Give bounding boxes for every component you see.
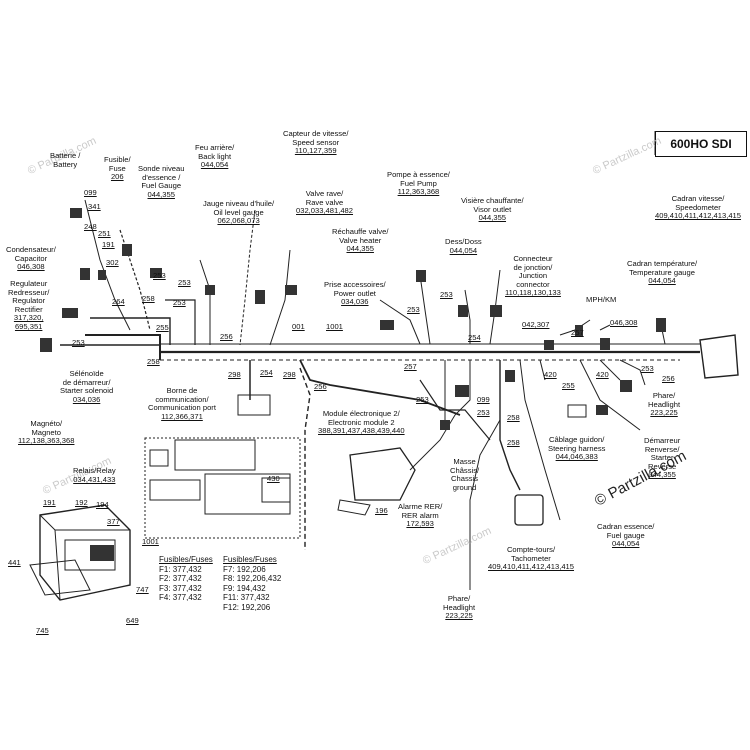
callout: 099 <box>477 395 490 404</box>
label-electronic-module: Module électronique 2/Electronic module … <box>318 409 405 436</box>
callout: 191 <box>43 498 56 507</box>
callout: 420 <box>596 370 609 379</box>
callout: 1001 <box>142 537 159 546</box>
callout: 192 <box>75 498 88 507</box>
callout: 258 <box>507 413 520 422</box>
callout: 253 <box>178 278 191 287</box>
callout: 256 <box>314 382 327 391</box>
callout: 253 <box>173 298 186 307</box>
callout: 251 <box>98 229 111 238</box>
callout: 255 <box>156 323 169 332</box>
callout: 341 <box>88 202 101 211</box>
callout: 298 <box>283 370 296 379</box>
callout: 253 <box>477 408 490 417</box>
callout: 745 <box>36 626 49 635</box>
callout: 194 <box>96 500 109 509</box>
callout: 248 <box>84 222 97 231</box>
callout: 256 <box>662 374 675 383</box>
callout: 099 <box>84 188 97 197</box>
callout: 258 <box>507 438 520 447</box>
callout: 1001 <box>326 322 343 331</box>
callout: 253 <box>153 271 166 280</box>
callout: 253 <box>72 338 85 347</box>
callout: 258 <box>142 294 155 303</box>
callout: 254 <box>260 368 273 377</box>
model-label: 600HO SDI <box>655 131 747 157</box>
callout: 441 <box>8 558 21 567</box>
callout: 253 <box>416 395 429 404</box>
label-battery: Batterie /Battery <box>50 151 81 169</box>
callout: 257 <box>404 362 417 371</box>
callout: 253 <box>440 290 453 299</box>
callout: 258 <box>147 357 160 366</box>
callout: 256 <box>220 332 233 341</box>
label-mph-km: MPH/KM <box>586 295 617 304</box>
callout: 001 <box>292 322 305 331</box>
callout: 302 <box>106 258 119 267</box>
callout: 377 <box>107 517 120 526</box>
callout: 042,307 <box>522 320 550 329</box>
callout: 191 <box>102 240 115 249</box>
callout: 298 <box>228 370 241 379</box>
callout: 196 <box>375 506 388 515</box>
callout: 046,308 <box>610 318 638 327</box>
callout: 253 <box>407 305 420 314</box>
callout: 420 <box>544 370 557 379</box>
callout: 254 <box>468 333 481 342</box>
callout: 264 <box>112 297 125 306</box>
callout: 649 <box>126 616 139 625</box>
callout: 430 <box>267 474 280 483</box>
callout: 255 <box>562 381 575 390</box>
callout: 253 <box>641 364 654 373</box>
callout: 747 <box>136 585 149 594</box>
callout: 257 <box>571 328 584 337</box>
